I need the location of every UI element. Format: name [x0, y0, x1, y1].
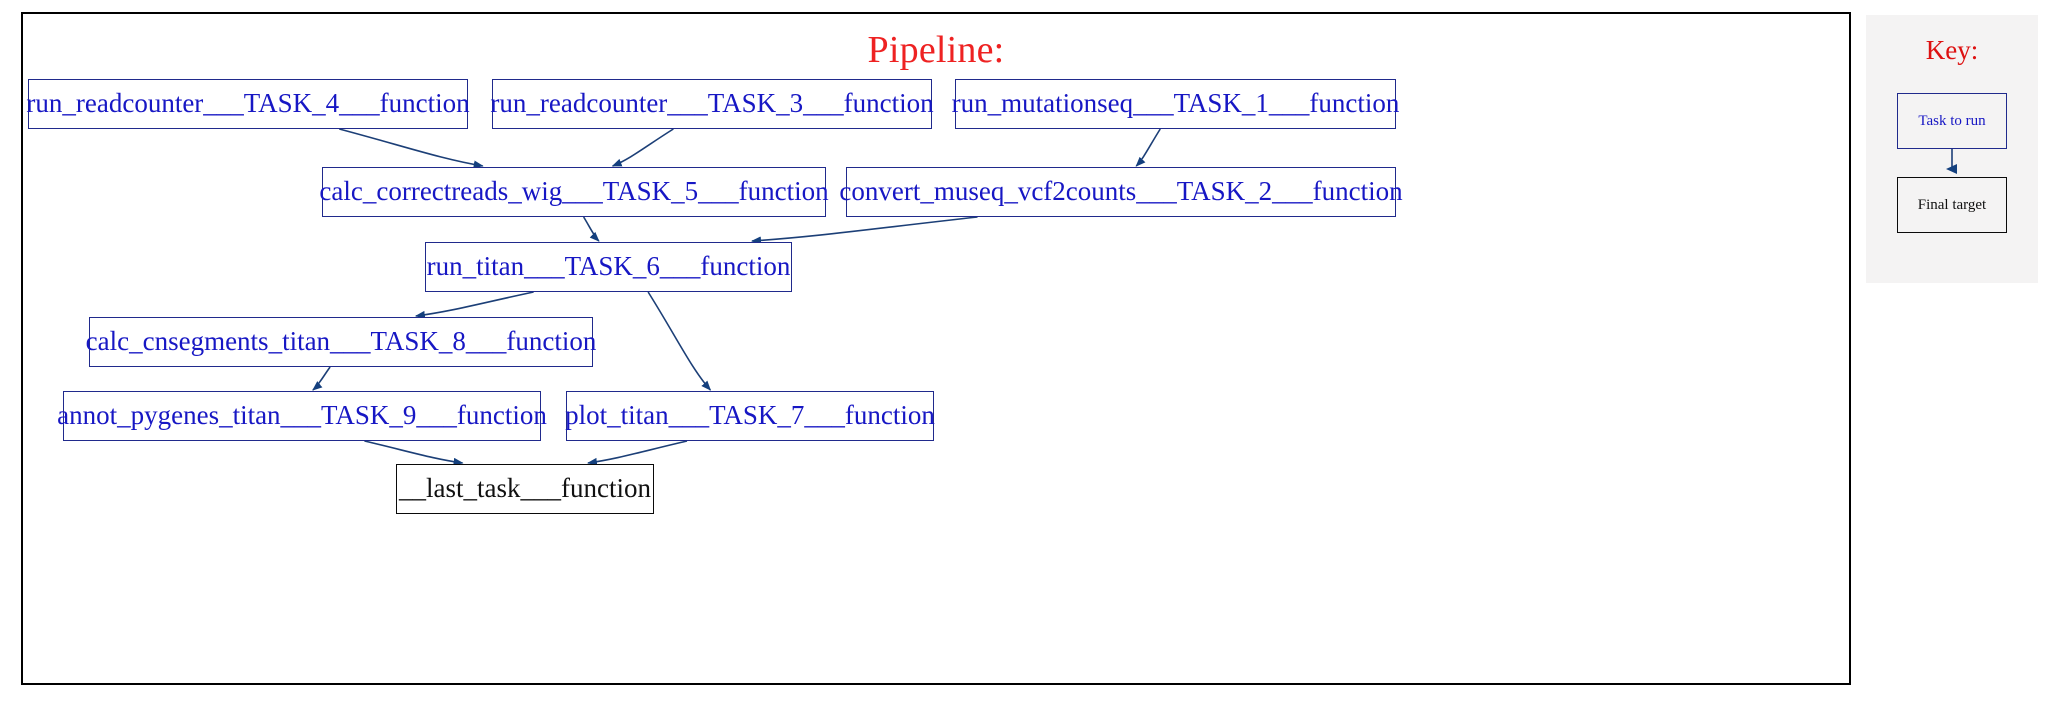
key-final-target-box: Final target: [1897, 177, 2007, 233]
key-task-label: Task to run: [1918, 112, 1986, 129]
node-task2[interactable]: convert_museq_vcf2counts___TASK_2___func…: [839, 167, 1403, 217]
node-label: plot_titan___TASK_7___function: [565, 400, 935, 430]
node-task3[interactable]: run_readcounter___TASK_3___function: [490, 79, 934, 129]
node-last[interactable]: __last_task___function: [396, 464, 654, 514]
key-arrow-icon: [1946, 149, 1957, 174]
node-task6[interactable]: run_titan___TASK_6___function: [425, 242, 792, 292]
node-task8[interactable]: calc_cnsegments_titan___TASK_8___functio…: [86, 317, 596, 367]
node-label: calc_correctreads_wig___TASK_5___functio…: [319, 176, 829, 206]
node-task5[interactable]: calc_correctreads_wig___TASK_5___functio…: [319, 167, 829, 217]
node-task9[interactable]: annot_pygenes_titan___TASK_9___function: [57, 391, 547, 441]
node-label: __last_task___function: [399, 473, 651, 503]
pipeline-title: Pipeline:: [867, 29, 1005, 71]
node-task7[interactable]: plot_titan___TASK_7___function: [565, 391, 935, 441]
node-label: run_readcounter___TASK_3___function: [490, 88, 934, 118]
node-label: run_readcounter___TASK_4___function: [26, 88, 470, 118]
key-title: Key:: [1925, 35, 1979, 65]
key-final-label: Final target: [1917, 196, 1987, 213]
key-panel: Key: Task to run Final target: [1866, 15, 2038, 283]
node-label: calc_cnsegments_titan___TASK_8___functio…: [85, 326, 597, 356]
node-label: run_titan___TASK_6___function: [426, 251, 791, 281]
node-task1[interactable]: run_mutationseq___TASK_1___function: [952, 79, 1399, 129]
key-task-to-run-box: Task to run: [1897, 93, 2007, 149]
node-label: run_mutationseq___TASK_1___function: [951, 88, 1400, 118]
node-label: convert_museq_vcf2counts___TASK_2___func…: [839, 176, 1403, 206]
node-task4[interactable]: run_readcounter___TASK_4___function: [26, 79, 470, 129]
node-label: annot_pygenes_titan___TASK_9___function: [57, 400, 547, 430]
